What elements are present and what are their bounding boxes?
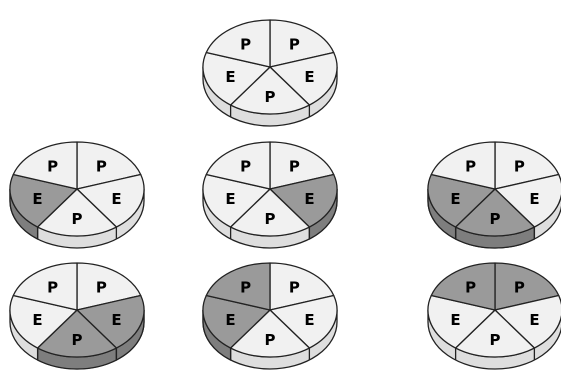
pie-slice: [454, 309, 536, 358]
slice-label: P: [265, 331, 276, 349]
slice-label: P: [514, 157, 525, 175]
pie-slice: [76, 173, 145, 228]
slice-label: P: [240, 35, 251, 53]
pie-slice: [494, 294, 561, 349]
pie-slice: [269, 141, 335, 190]
pie-slice: [494, 141, 560, 190]
pie-slice-shaded: [430, 262, 496, 311]
pie-slice: [269, 19, 335, 68]
slice-label: P: [465, 278, 476, 296]
slice-label: P: [240, 157, 251, 175]
pie-slice-shaded: [36, 309, 118, 358]
pie-slice-shaded: [9, 173, 78, 228]
slice-label: E: [225, 68, 235, 86]
pie-slice: [205, 141, 271, 190]
slice-label: P: [240, 278, 251, 296]
pie-slice: [76, 141, 142, 190]
slice-label: E: [111, 311, 121, 329]
pie-slice: [269, 294, 338, 349]
slice-label: P: [490, 331, 501, 349]
pie-slice-shaded: [205, 262, 271, 311]
slice-label: E: [111, 190, 121, 208]
pie-slice: [202, 51, 271, 106]
slice-label: P: [47, 278, 58, 296]
pie-slice: [36, 188, 118, 237]
slice-label: P: [289, 157, 300, 175]
slice-label: E: [225, 311, 235, 329]
slice-label: P: [289, 278, 300, 296]
slice-label: E: [450, 190, 460, 208]
pie-slice: [202, 173, 271, 228]
slice-label: E: [32, 311, 42, 329]
slice-label: P: [514, 278, 525, 296]
pie-slice: [9, 294, 78, 349]
pie-slice: [229, 66, 311, 115]
slice-label: P: [465, 157, 476, 175]
pie-slice: [430, 141, 496, 190]
slice-label: E: [225, 190, 235, 208]
pie-slice-shaded: [202, 294, 271, 349]
slice-label: E: [304, 190, 314, 208]
slice-label: P: [265, 88, 276, 106]
pie-slice: [12, 141, 78, 190]
slice-label: E: [304, 68, 314, 86]
slice-label: E: [529, 190, 539, 208]
pie-slice: [494, 173, 561, 228]
pie-slice: [269, 262, 335, 311]
slice-label: P: [96, 157, 107, 175]
slice-label: P: [490, 210, 501, 228]
pie-slice: [12, 262, 78, 311]
pie-slice-shaded: [269, 173, 338, 228]
slice-label: P: [72, 210, 83, 228]
pie-slice: [76, 262, 142, 311]
pie-slice: [205, 19, 271, 68]
pie-slice: [269, 51, 338, 106]
slice-label: P: [47, 157, 58, 175]
pie-slice-shaded: [454, 188, 536, 237]
slice-label: P: [265, 210, 276, 228]
pie-slice-shaded: [76, 294, 145, 349]
pie-slice: [229, 309, 311, 358]
slice-label: P: [96, 278, 107, 296]
slice-label: E: [529, 311, 539, 329]
pie-slice-shaded: [427, 173, 496, 228]
slice-label: P: [289, 35, 300, 53]
slice-label: E: [450, 311, 460, 329]
pie-slice: [427, 294, 496, 349]
pie-slice: [229, 188, 311, 237]
pie-slice-shaded: [494, 262, 560, 311]
slice-label: P: [72, 331, 83, 349]
slice-label: E: [304, 311, 314, 329]
slice-label: E: [32, 190, 42, 208]
